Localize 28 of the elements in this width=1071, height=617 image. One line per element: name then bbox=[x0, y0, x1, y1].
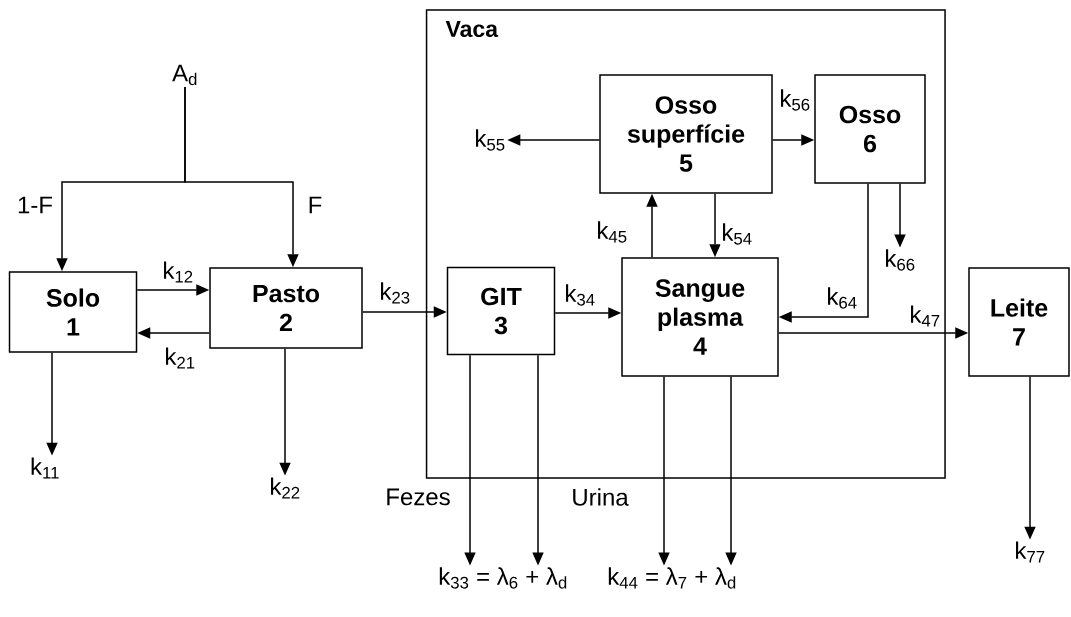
compartment-box: GIT 3 bbox=[446, 266, 556, 356]
edge-label: k$_{23}$ bbox=[378, 281, 412, 305]
compartment-box: Leite 7 bbox=[968, 267, 1070, 377]
edge-label: k$_{47}$ bbox=[908, 304, 942, 328]
rate-label: k$_{11}$ bbox=[31, 457, 59, 479]
rate-label: k$_{44}$ = λ$_{7}$ + λ$_{d}$ bbox=[608, 567, 736, 589]
compartment-box: Osso superfície 5 bbox=[599, 74, 773, 194]
edge-label: k$_{56}$ bbox=[778, 88, 812, 112]
edge-label: 1-F bbox=[16, 195, 54, 215]
edge-label: k$_{12}$ bbox=[161, 260, 195, 284]
rate-label: A$_{d}$ bbox=[172, 64, 197, 86]
rate-label: k$_{22}$ bbox=[271, 477, 300, 499]
compartment-box: Sangue plasma 4 bbox=[621, 257, 779, 377]
rate-label: k$_{77}$ bbox=[1016, 541, 1045, 563]
edge-label: k$_{21}$ bbox=[163, 346, 197, 370]
compartment-box: Pasto 2 bbox=[209, 267, 363, 349]
rate-label: k$_{66}$ bbox=[886, 249, 915, 271]
edge-label: Urina bbox=[570, 487, 630, 507]
rate-label: k$_{33}$ = λ$_{6}$ + λ$_{d}$ bbox=[439, 567, 567, 589]
rate-label: k$_{55}$ bbox=[476, 129, 505, 151]
edge-label: k$_{64}$ bbox=[825, 286, 859, 310]
compartment-box: Osso 6 bbox=[814, 74, 926, 184]
edge-label: F bbox=[306, 195, 324, 215]
compartment-box: Solo 1 bbox=[8, 271, 138, 353]
edge-label: k$_{34}$ bbox=[563, 283, 597, 307]
edge-label: k$_{45}$ bbox=[595, 220, 629, 244]
edge-label: Fezes bbox=[384, 487, 452, 507]
edge-label: k$_{54}$ bbox=[720, 222, 754, 246]
